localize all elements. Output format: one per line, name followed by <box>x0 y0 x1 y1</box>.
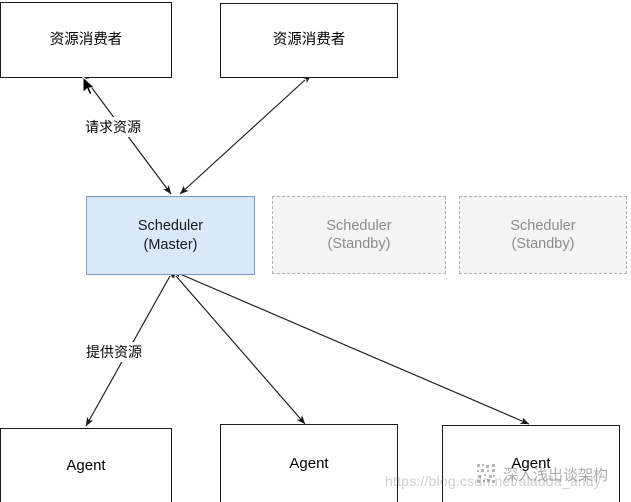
agent-label-2: Agent <box>289 454 329 472</box>
watermark-brand-text: 深入浅出谈架构 <box>503 465 609 484</box>
edge-consumer1-scheduler <box>81 73 172 195</box>
edge-scheduler-agent3 <box>172 270 530 425</box>
mouse-cursor-icon <box>82 76 96 96</box>
scheduler-master-label: Scheduler (Master) <box>138 217 203 253</box>
consumer-label-2: 资源消费者 <box>272 32 346 49</box>
scheduler-master-box[interactable]: Scheduler (Master) <box>86 196 255 275</box>
consumer-box-2[interactable]: 资源消费者 <box>220 3 398 78</box>
scheduler-master-line1: Scheduler <box>137 218 204 235</box>
scheduler-standby-2-line2: (Standby) <box>511 236 575 252</box>
scheduler-standby-1-line1: Scheduler <box>326 217 392 234</box>
scheduler-standby-box-1[interactable]: Scheduler (Standby) <box>272 196 446 274</box>
scheduler-standby-box-2[interactable]: Scheduler (Standby) <box>459 196 627 274</box>
edge-scheduler-agent2 <box>170 269 306 425</box>
scheduler-master-line2: (Master) <box>143 236 198 253</box>
agent-box-1[interactable]: Agent <box>0 428 172 502</box>
scheduler-standby-1-line2: (Standby) <box>327 236 391 252</box>
consumer-label-1: 资源消费者 <box>49 31 123 48</box>
edge-label-request: 请求资源 <box>84 117 142 137</box>
edge-consumer2-scheduler <box>179 74 311 195</box>
scheduler-standby-label-2: Scheduler (Standby) <box>510 217 575 253</box>
consumer-box-1[interactable]: 资源消费者 <box>0 2 172 78</box>
agent-box-2[interactable]: Agent <box>220 424 398 502</box>
edge-label-provide: 提供资源 <box>85 342 143 362</box>
agent-label-1: Agent <box>66 456 106 474</box>
watermark-brand: 深入浅出谈架构 <box>476 463 608 485</box>
scheduler-standby-label-1: Scheduler (Standby) <box>326 217 391 253</box>
scheduler-standby-2-line1: Scheduler <box>510 217 576 234</box>
qr-code-icon <box>477 464 495 483</box>
